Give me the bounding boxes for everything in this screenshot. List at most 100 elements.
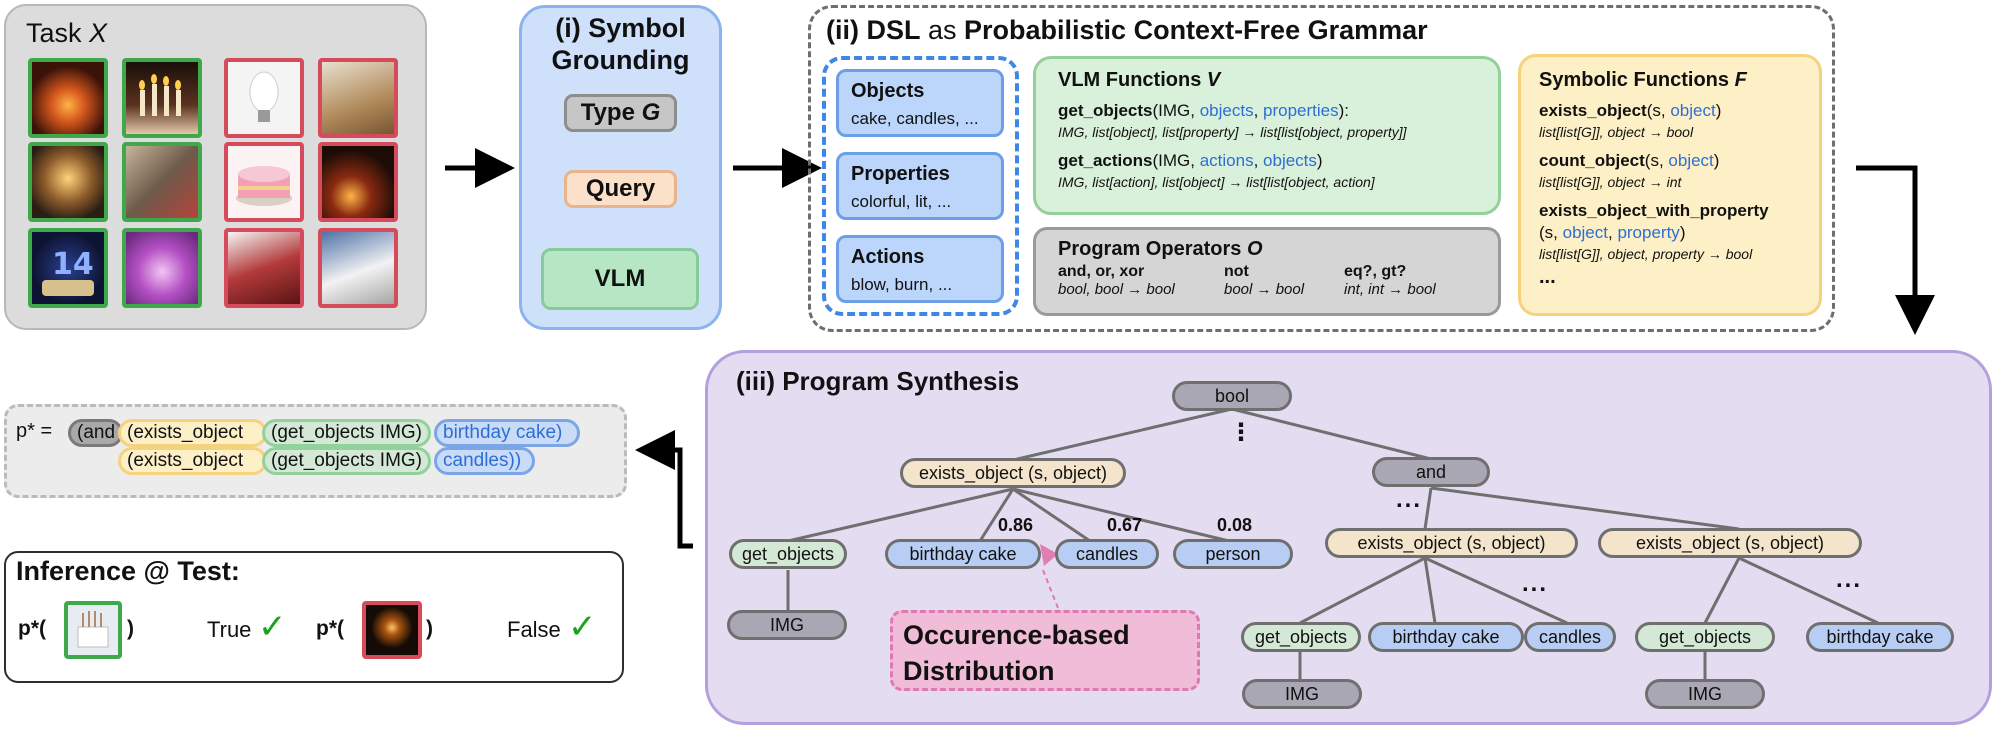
- tree-dots-1: ...: [1396, 486, 1423, 513]
- vlm-box: VLM: [541, 248, 699, 310]
- negative-image-plain-cake: [224, 142, 304, 222]
- negative-image-dinner-table: [224, 228, 304, 308]
- tree-node-and: and: [1372, 457, 1490, 487]
- positive-image-number-candles: 14: [28, 228, 108, 308]
- tree-node-img-2: IMG: [1242, 679, 1362, 709]
- program-get-objects-1: (get_objects IMG): [262, 419, 431, 447]
- arrow-dsl-to-synthesis: [1856, 165, 1935, 335]
- program-prefix: p* =: [16, 420, 53, 442]
- count-object-type: list[list[G]], object → int: [1539, 174, 1682, 190]
- tree-node-birthday-cake-3: birthday cake: [1806, 622, 1954, 652]
- program-candles: candles)): [434, 447, 535, 475]
- candles-icon: [139, 74, 181, 116]
- query-box: Query: [564, 170, 677, 208]
- tree-dots-3: ...: [1836, 566, 1863, 593]
- tree-node-bool: bool: [1172, 381, 1292, 411]
- tree-node-birthday-cake-2: birthday cake: [1368, 622, 1524, 652]
- lightbulb-icon: [249, 71, 279, 122]
- program-synthesis-title: (iii) Program Synthesis: [736, 366, 1020, 396]
- symbol-types-group: [822, 56, 1019, 316]
- result-true: True: [207, 617, 252, 642]
- prob-candles: 0.67: [1107, 515, 1143, 535]
- tree-node-exists-object-2: exists_object (s, object): [1325, 528, 1578, 558]
- actions-items: blow, burn, ...: [851, 275, 953, 294]
- symbolic-functions-title: Symbolic Functions F: [1539, 69, 1747, 91]
- prob-person: 0.08: [1217, 515, 1253, 535]
- objects-title: Objects: [851, 80, 925, 102]
- exists-object-with-property-args: (s, object, property): [1539, 223, 1686, 242]
- exists-object-signature: exists_object(s, object): [1539, 101, 1722, 120]
- symbolic-functions-box: Symbolic Functions F exists_object(s, ob…: [1518, 54, 1822, 316]
- program-exists-object-2: (exists_object: [118, 447, 267, 475]
- objects-box: Objects cake, candles, ...: [836, 69, 1004, 137]
- positive-image-candles-fire: [28, 58, 108, 138]
- pstar-close-2: ): [426, 617, 433, 640]
- actions-box: Actions blow, burn, ...: [836, 235, 1004, 303]
- inference-title: Inference @ Test:: [16, 556, 240, 586]
- program-operators-title: Program Operators O: [1058, 238, 1263, 260]
- program-birthday-cake: birthday cake): [434, 419, 580, 447]
- svg-text:14: 14: [52, 247, 94, 282]
- tree-node-img-1: IMG: [727, 610, 847, 640]
- properties-items: colorful, lit, ...: [851, 192, 952, 211]
- program-and-pill: (and: [68, 419, 123, 447]
- objects-items: cake, candles, ...: [851, 109, 979, 128]
- positive-image-blowing-candles: [122, 142, 202, 222]
- symbolic-functions-ellipsis: ...: [1539, 266, 1556, 288]
- tree-node-get-objects-2: get_objects: [1241, 622, 1361, 652]
- task-title: Task X: [26, 18, 108, 48]
- white-cake-icon: [77, 611, 109, 648]
- tree-node-person: person: [1173, 539, 1293, 569]
- get-objects-signature: get_objects(IMG, objects, properties):: [1058, 101, 1350, 120]
- number-14-icon: 14: [42, 247, 94, 296]
- pstar-close-1: ): [127, 617, 134, 640]
- get-objects-type: IMG, list[object], list[property] → list…: [1058, 124, 1407, 140]
- get-actions-type: IMG, list[action], list[object] → list[l…: [1058, 174, 1375, 190]
- get-actions-signature: get_actions(IMG, actions, objects): [1058, 151, 1323, 170]
- exists-object-with-property-type: list[list[G]], object, property → bool: [1539, 246, 1753, 262]
- negative-image-candles-dark: [318, 142, 398, 222]
- program-get-objects-2: (get_objects IMG): [262, 447, 431, 475]
- tree-node-candles-1: candles: [1055, 539, 1159, 569]
- negative-image-baking: [318, 58, 398, 138]
- tree-node-get-objects-1: get_objects: [729, 539, 847, 569]
- positive-image-cake-candles: [122, 58, 202, 138]
- pstar-open-1: p*(: [18, 617, 46, 640]
- arrow-synthesis-to-program: [635, 430, 693, 549]
- prob-birthday-cake: 0.86: [998, 515, 1034, 535]
- tree-node-exists-object-3: exists_object (s, object): [1598, 528, 1862, 558]
- pstar-open-2: p*(: [316, 617, 344, 640]
- actions-title: Actions: [851, 246, 925, 268]
- positive-image-lit-cake: [28, 142, 108, 222]
- tree-node-exists-object-1: exists_object (s, object): [900, 458, 1126, 488]
- tree-dots-2: ...: [1522, 570, 1549, 597]
- check-icon-false: ✓: [568, 608, 597, 646]
- exists-object-type: list[list[G]], object → bool: [1539, 124, 1694, 140]
- operator-group-3: eq?, gt?int, int → bool: [1344, 263, 1436, 298]
- tree-node-candles-2: candles: [1524, 622, 1616, 652]
- negative-image-plates: [318, 228, 398, 308]
- count-object-signature: count_object(s, object): [1539, 151, 1720, 170]
- dsl-panel: [808, 5, 1835, 332]
- tree-node-birthday-cake-1: birthday cake: [885, 539, 1041, 569]
- inference-image-candle: [362, 601, 422, 659]
- tree-node-img-3: IMG: [1645, 679, 1765, 709]
- properties-title: Properties: [851, 163, 950, 185]
- vlm-functions-title: VLM Functions V: [1058, 69, 1221, 91]
- check-icon-true: ✓: [258, 608, 287, 646]
- positive-image-purple-cake: [122, 228, 202, 308]
- properties-box: Properties colorful, lit, ...: [836, 152, 1004, 220]
- dsl-title: (ii) DSL as Probabilistic Context-Free G…: [826, 15, 1428, 45]
- type-g-box: Type G: [564, 94, 677, 132]
- exists-object-with-property-name: exists_object_with_property: [1539, 201, 1769, 220]
- negative-image-bulb: [224, 58, 304, 138]
- cake-icon: [236, 166, 292, 206]
- inference-image-cake: [64, 601, 122, 659]
- result-false: False: [507, 617, 561, 642]
- occurrence-distribution-box: Occurence-based Distribution: [890, 610, 1200, 691]
- vlm-functions-box: VLM Functions V get_objects(IMG, objects…: [1033, 56, 1501, 215]
